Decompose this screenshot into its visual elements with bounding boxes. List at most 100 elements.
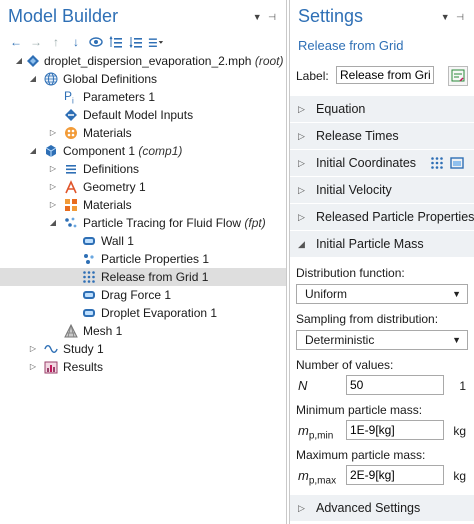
section-label: Released Particle Properties bbox=[316, 210, 474, 224]
tree-item-droplet-evaporation[interactable]: Droplet Evaporation 1 bbox=[0, 304, 286, 322]
sampling-label: Sampling from distribution: bbox=[296, 312, 439, 326]
distribution-function-select[interactable]: Uniform ▼ bbox=[296, 284, 468, 304]
definitions-icon bbox=[66, 165, 76, 174]
tree-label: Global Definitions bbox=[63, 72, 158, 86]
section-initial-coordinates[interactable]: ▷Initial Coordinates bbox=[290, 150, 474, 177]
expand-triangle-icon[interactable]: ▷ bbox=[49, 164, 57, 173]
tree-label: Particle Tracing for Fluid Flow bbox=[83, 216, 242, 230]
tree-label: Component 1 bbox=[63, 144, 136, 158]
expand-all-icon[interactable] bbox=[128, 34, 144, 50]
section-equation[interactable]: ▷Equation bbox=[290, 96, 474, 123]
forward-arrow-icon[interactable]: → bbox=[30, 35, 42, 49]
section-initial-particle-mass[interactable]: ◢Initial Particle Mass bbox=[290, 231, 474, 258]
tree-item-default-model-inputs[interactable]: Default Model Inputs bbox=[0, 106, 286, 124]
materials-icon bbox=[65, 127, 77, 139]
section-released-particle-properties[interactable]: ▷ Released Particle Properties bbox=[290, 204, 474, 231]
tree-item-results[interactable]: ▷ Results bbox=[0, 358, 286, 376]
number-of-values-label: Number of values: bbox=[296, 358, 394, 372]
tree-item-release-from-grid[interactable]: Release from Grid 1 bbox=[0, 268, 286, 286]
tree-item-component[interactable]: ◢ Component 1 (comp1) bbox=[0, 142, 286, 160]
tree-item-materials[interactable]: ▷ Materials bbox=[0, 196, 286, 214]
chevron-down-icon: ▼ bbox=[452, 335, 461, 345]
show-icon[interactable] bbox=[88, 34, 104, 50]
move-up-icon[interactable]: ↑ bbox=[53, 35, 59, 49]
back-arrow-icon[interactable]: ← bbox=[10, 35, 22, 49]
expand-arrow-icon: ▷ bbox=[298, 503, 305, 513]
tree-item-root[interactable]: ◢ droplet_dispersion_evaporation_2.mph (… bbox=[0, 52, 286, 70]
label-input[interactable] bbox=[336, 66, 434, 84]
chevron-down-icon: ▼ bbox=[452, 289, 461, 299]
tree-item-parameters[interactable]: Pi Parameters 1 bbox=[0, 88, 286, 106]
tree-item-particle-properties[interactable]: Particle Properties 1 bbox=[0, 250, 286, 268]
select-value: Deterministic bbox=[305, 333, 375, 347]
max-mass-input[interactable] bbox=[346, 465, 444, 485]
droplet-evaporation-icon bbox=[83, 309, 95, 317]
mesh-icon bbox=[64, 324, 78, 338]
panel-menu-icon[interactable]: ▼ ⊣ bbox=[252, 12, 278, 22]
mph-file-icon bbox=[27, 55, 39, 67]
edit-label-button[interactable] bbox=[448, 66, 468, 86]
section-initial-velocity[interactable]: ▷Initial Velocity bbox=[290, 177, 474, 204]
number-of-values-row: N 1 bbox=[296, 375, 468, 397]
particle-properties-icon bbox=[84, 254, 94, 264]
list-options-icon[interactable] bbox=[148, 34, 164, 50]
component-icon bbox=[45, 145, 57, 157]
expand-arrow-icon: ▷ bbox=[298, 158, 305, 168]
section-release-times[interactable]: ▷Release Times bbox=[290, 123, 474, 150]
tree-item-global-materials[interactable]: ▷ Materials bbox=[0, 124, 286, 142]
expand-arrow-icon: ▷ bbox=[298, 185, 305, 195]
tree-label: droplet_dispersion_evaporation_2.mph bbox=[44, 54, 252, 68]
min-mass-input[interactable] bbox=[346, 420, 444, 440]
tree-label: Wall 1 bbox=[101, 234, 134, 248]
collapse-all-icon[interactable] bbox=[108, 34, 124, 50]
number-of-values-unit: 1 bbox=[459, 379, 466, 393]
settings-sections: ▷Equation ▷Release Times ▷Initial Coordi… bbox=[290, 96, 474, 522]
wall-icon bbox=[83, 237, 95, 245]
tree-item-wall[interactable]: Wall 1 bbox=[0, 232, 286, 250]
move-down-icon[interactable]: ↓ bbox=[73, 35, 79, 49]
window-icon[interactable] bbox=[450, 156, 464, 170]
select-value: Uniform bbox=[305, 287, 348, 301]
expand-triangle-icon[interactable]: ▷ bbox=[29, 344, 37, 353]
tree-item-mesh[interactable]: Mesh 1 bbox=[0, 322, 286, 340]
section-label: Initial Particle Mass bbox=[316, 237, 424, 251]
tree-label: Drag Force 1 bbox=[101, 288, 172, 302]
tree-item-geometry[interactable]: ▷ Geometry 1 bbox=[0, 178, 286, 196]
min-mass-row: mp,min kg bbox=[296, 420, 468, 442]
tree-item-definitions[interactable]: ▷ Definitions bbox=[0, 160, 286, 178]
model-inputs-icon bbox=[65, 109, 77, 121]
expand-triangle-icon[interactable]: ▷ bbox=[49, 200, 57, 209]
settings-panel: Settings ▼ ⊣ Release from Grid Label: ▷E… bbox=[289, 0, 474, 524]
expand-arrow-icon: ▷ bbox=[298, 104, 305, 114]
tree-item-particle-tracing[interactable]: ◢ Particle Tracing for Fluid Flow (fpt) bbox=[0, 214, 286, 232]
number-of-values-input[interactable] bbox=[346, 375, 444, 395]
tree-label: Default Model Inputs bbox=[83, 108, 194, 122]
particle-tracing-icon bbox=[65, 217, 77, 228]
results-icon bbox=[44, 361, 58, 374]
expand-arrow-icon: ▷ bbox=[298, 212, 305, 222]
tree-item-global-definitions[interactable]: ◢ Global Definitions bbox=[0, 70, 286, 88]
symbol-subscript: p,min bbox=[308, 430, 334, 442]
collapse-triangle-icon[interactable]: ◢ bbox=[15, 56, 23, 65]
parameters-icon: Pi bbox=[64, 89, 74, 106]
collapse-triangle-icon[interactable]: ◢ bbox=[49, 218, 57, 227]
panel-menu-icon[interactable]: ▼ ⊣ bbox=[440, 12, 466, 22]
tree-item-drag-force[interactable]: Drag Force 1 bbox=[0, 286, 286, 304]
number-of-values-symbol: N bbox=[298, 378, 308, 393]
model-builder-panel: Model Builder ▼ ⊣ ← → ↑ ↓ ◢ droplet_disp… bbox=[0, 0, 287, 524]
section-advanced-settings[interactable]: ▷Advanced Settings bbox=[290, 495, 474, 522]
expand-triangle-icon[interactable]: ▷ bbox=[49, 182, 57, 191]
collapse-triangle-icon[interactable]: ◢ bbox=[29, 74, 37, 83]
collapse-triangle-icon[interactable]: ◢ bbox=[29, 146, 37, 155]
tree-label: Materials bbox=[83, 126, 132, 140]
tree-label: Definitions bbox=[83, 162, 140, 176]
sampling-select[interactable]: Deterministic ▼ bbox=[296, 330, 468, 350]
expand-triangle-icon[interactable]: ▷ bbox=[29, 362, 37, 371]
settings-subtitle: Release from Grid bbox=[298, 38, 404, 53]
label-row: Label: bbox=[296, 66, 468, 86]
grid-points-icon[interactable] bbox=[430, 156, 444, 170]
expand-triangle-icon[interactable]: ▷ bbox=[49, 128, 57, 137]
study-icon bbox=[44, 345, 58, 353]
tree-item-study[interactable]: ▷ Study 1 bbox=[0, 340, 286, 358]
release-grid-icon bbox=[83, 271, 95, 283]
